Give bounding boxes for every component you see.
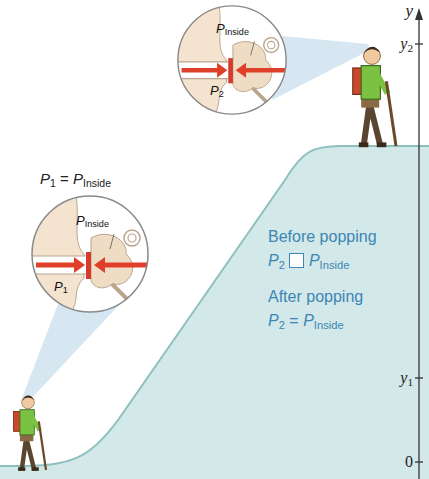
pressure-label: PInside bbox=[216, 22, 249, 37]
axis-label: 0 bbox=[405, 453, 413, 471]
axis-tick bbox=[415, 461, 423, 462]
ear-inset bbox=[176, 4, 288, 116]
blank-box bbox=[289, 253, 304, 268]
pressure-label: PInside bbox=[76, 214, 109, 229]
y-axis bbox=[418, 18, 419, 479]
axis-arrowhead bbox=[415, 8, 423, 20]
pressure-label: PInside bbox=[309, 252, 350, 270]
axis-label: y1 bbox=[400, 369, 413, 387]
axis-tick bbox=[415, 43, 423, 44]
axis-label: y2 bbox=[400, 35, 413, 53]
ear-inset-circle: PInsideP1 bbox=[30, 194, 150, 314]
pressure-label: P1 bbox=[54, 280, 68, 295]
pressure-label: P2 = PInside bbox=[268, 312, 344, 330]
axis-tick bbox=[415, 377, 423, 378]
pressure-label: Before popping bbox=[268, 228, 377, 246]
hiker-figure bbox=[353, 47, 396, 148]
ear-inset-circle: PInsideP2 bbox=[176, 4, 288, 116]
pressure-label: P1 = PInside bbox=[40, 170, 111, 187]
ground bbox=[0, 146, 429, 479]
view-cone bbox=[22, 304, 118, 400]
pressure-label: After popping bbox=[268, 288, 363, 306]
pressure-label: P2 bbox=[210, 84, 224, 99]
hiker-figure bbox=[14, 396, 46, 471]
hill-outline bbox=[0, 146, 429, 466]
pressure-label: P2 bbox=[268, 252, 285, 270]
axis-label: y bbox=[405, 1, 413, 21]
ear-inset bbox=[30, 194, 150, 314]
